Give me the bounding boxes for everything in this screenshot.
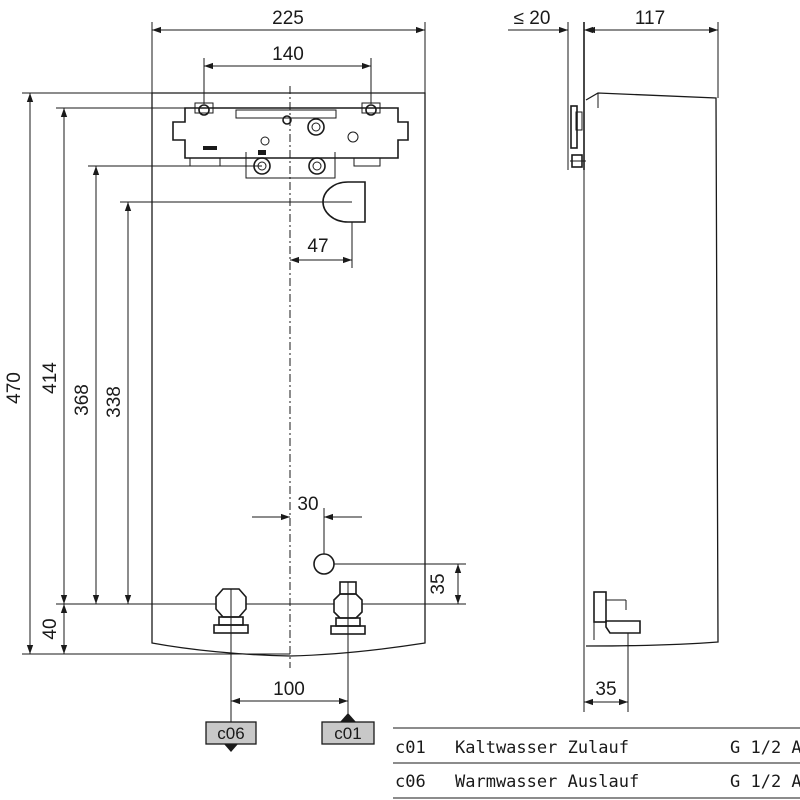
dim-47: 47 [290,222,353,268]
dim-47-label: 47 [307,236,328,257]
side-bracket [570,105,586,168]
dim-30-label: 30 [297,494,318,515]
dim-100: 100 [231,679,348,705]
fitting-c01 [330,581,366,635]
dim-35-front-label: 35 [428,573,449,594]
legend-thread: G 1/2 A [730,738,800,758]
side-fitting [593,591,641,640]
tag-c01-label: c01 [334,724,361,743]
side-housing-outline [585,92,719,647]
dim-368-label: 368 [72,384,93,416]
tag-c06: c06 [205,721,257,752]
dim-35-side: 35 [584,633,629,712]
dim-225-label: 225 [272,8,304,29]
dim-40-label: 40 [40,618,61,639]
side-view: ≤ 20 117 35 [508,8,719,712]
dim-338: 338 [104,201,352,604]
dim-140-label: 140 [272,44,304,65]
legend-thread: G 1/2 A [730,772,800,792]
dim-100-label: 100 [273,679,305,700]
mounting-bracket [172,102,409,179]
legend-code: c01 [395,738,426,758]
dim-414: 414 [40,107,200,604]
tag-c06-label: c06 [217,724,244,743]
legend-row: c06 Warmwasser Auslauf G 1/2 A [395,772,800,792]
dim-30: 30 [252,494,362,554]
dim-414-label: 414 [40,362,61,394]
dim-470-label: 470 [4,372,25,404]
dim-470: 470 [4,92,290,655]
fitting-c06 [213,588,249,634]
dim-338-label: 338 [104,386,125,418]
dim-117-label: 117 [635,8,665,29]
tag-c01: c01 [321,713,375,745]
dim-le20-label: ≤ 20 [514,8,551,29]
dim-117: 117 [586,8,719,98]
legend-description: Warmwasser Auslauf [455,772,639,792]
legend-table: c01 Kaltwasser Zulauf G 1/2 A c06 Warmwa… [393,727,800,799]
dim-35-side-label: 35 [595,679,616,700]
front-view: 225 140 470 414 368 [4,8,466,752]
upper-port-bracket [322,181,366,223]
lower-port-circle [313,553,335,575]
legend-code: c06 [395,772,426,792]
dim-140: 140 [203,44,372,104]
front-housing-outline [151,92,426,657]
dim-40: 40 [40,604,68,654]
dim-225: 225 [151,8,426,93]
dim-35-front: 35 [334,563,466,604]
dim-368: 368 [72,165,262,604]
legend-description: Kaltwasser Zulauf [455,738,629,758]
legend-row: c01 Kaltwasser Zulauf G 1/2 A [395,738,800,758]
